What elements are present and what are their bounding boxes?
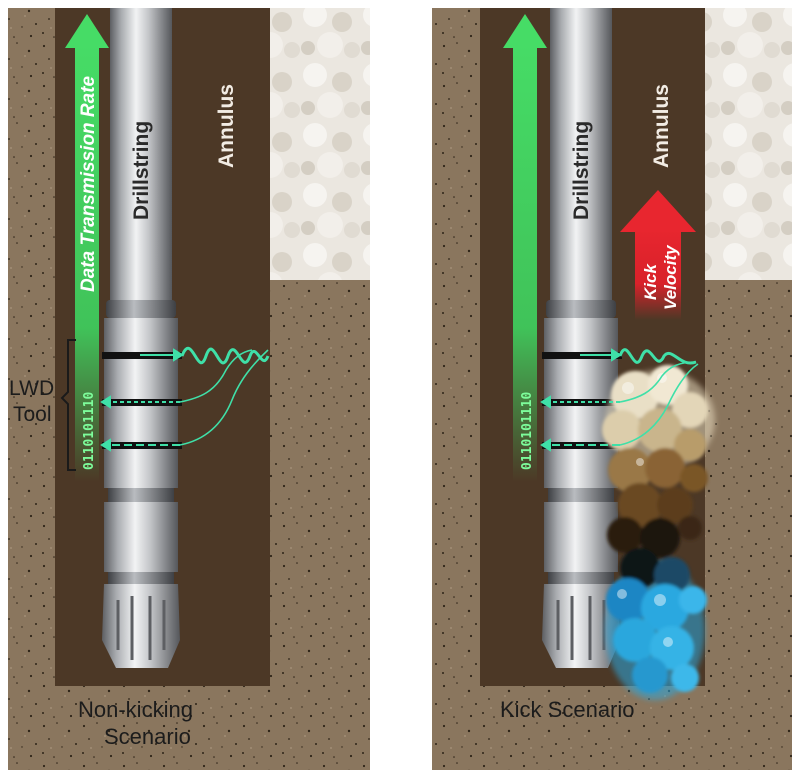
kick-velocity-arrow: Kick Velocity [620, 190, 696, 320]
left-caption-line2: Scenario [104, 724, 191, 749]
right-annulus-label: Annulus [650, 84, 673, 168]
left-bit-code: 0110101110 [82, 392, 97, 470]
right-panel: 0110101110 Kick Velocity Drillstring Ann… [432, 8, 792, 770]
right-drillstring-label: Drillstring [570, 121, 593, 220]
lwd-label-line2: Tool [13, 403, 52, 426]
left-annulus-label: Annulus [215, 84, 238, 168]
right-sensor-signals [540, 348, 699, 452]
left-panel: Data Transmission Rate 0110101110 Drills… [8, 8, 370, 770]
right-caption: Kick Scenario [500, 697, 635, 722]
kick-label-line2: Velocity [661, 244, 680, 310]
left-sensor-signals [100, 346, 270, 452]
right-drillstring [542, 8, 622, 668]
right-bit-code: 0110101110 [520, 392, 535, 470]
left-rock-layer [270, 8, 370, 280]
transmission-rate-label: Data Transmission Rate [78, 75, 99, 292]
left-drill-bit [102, 584, 180, 668]
kick-label-line1: Kick [641, 263, 660, 300]
kick-fluid-influx [602, 365, 715, 700]
transmission-rate-arrow: Data Transmission Rate 0110101110 [65, 14, 109, 482]
right-drill-bit [542, 584, 620, 668]
right-rock-layer [705, 8, 792, 280]
right-transmission-arrow: 0110101110 [503, 14, 547, 482]
lwd-label-line1: LWD [9, 377, 54, 400]
left-drillstring-label: Drillstring [130, 121, 153, 220]
left-drillstring [102, 8, 182, 668]
left-caption-line1: Non-kicking [78, 697, 193, 722]
lwd-tool-bracket [60, 339, 76, 471]
